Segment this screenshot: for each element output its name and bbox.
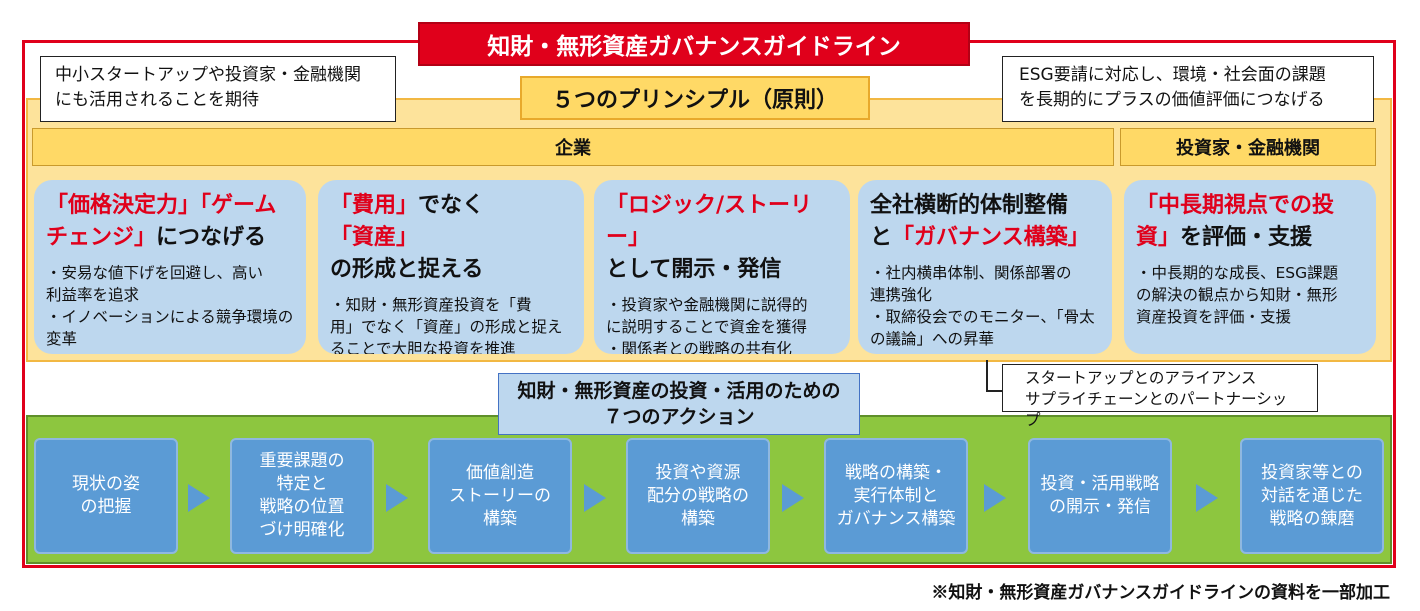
band-company: 企業 [32,128,1114,166]
title-line: ７つのアクション [603,406,755,428]
note-line: ESG要請に対応し、環境・社会面の課題 [1019,65,1326,85]
principle-bullets: ・投資家や金融機関に説得的 に説明することで資金を獲得 ・関係者との戦略の共有化 [606,294,838,354]
step-line: の開示・発信 [1049,497,1151,517]
heading-text: 「ガバナンス構築」 [892,225,1090,250]
step-line: 投資・活用戦略 [1040,474,1160,494]
heading-text: につなげる [156,225,267,250]
bullet-line: ・イノベーションによる競争環境の [46,308,294,326]
heading-text: として開示・発信 [606,257,782,282]
bullet-line: ・関係者との戦略の共有化 [606,340,792,354]
bullet-line: の解決の観点から知財・無形 [1136,286,1338,304]
principle-heading: 「ロジック/ストーリー」 として開示・発信 [606,190,838,286]
heading-text: 全社横断的体制整備 [870,193,1069,218]
arrow-right-icon [782,484,804,512]
step-line: の把握 [80,497,132,517]
arrow-right-icon [1196,484,1218,512]
bullet-line: 連携強化 [870,286,933,304]
arrow-right-icon [584,484,606,512]
band-investor: 投資家・金融機関 [1120,128,1376,166]
note-line: 中小スタートアップや投資家・金融機関 [55,65,361,85]
bullet-line: 変革 [46,330,78,348]
principle-heading: 「中長期視点での投 資」を評価・支援 [1136,190,1364,254]
principle-card-pricing: 「価格決定力」「ゲーム チェンジ」につなげる ・安易な値下げを回避し、高い 利益… [34,180,306,354]
bullet-line: 用」でなく「資産」の形成と捉え [330,318,563,336]
heading-text: チェンジ」 [46,225,157,250]
principle-card-assets: 「費用」でなく「資産」 の形成と捉える ・知財・無形資産投資を「費 用」でなく「… [318,180,584,354]
step-line: 価値創造 [466,462,534,483]
note-startups: 中小スタートアップや投資家・金融機関 にも活用されることを期待 [40,56,396,122]
action-step-2: 重要課題の特定と戦略の位置づけ明確化 [230,438,374,554]
bullet-line: ることで大胆な投資を推進 [330,340,516,354]
step-line: 構築 [483,508,517,529]
partnership-callout: スタートアップとのアライアンス サプライチェーンとのパートナーシップ [1002,364,1318,429]
heading-text: 「中長期視点での投 [1136,193,1335,218]
action-step-7: 投資家等との対話を通じた戦略の錬磨 [1240,438,1384,554]
principle-heading: 「費用」でなく「資産」 の形成と捉える [330,190,572,286]
action-step-6: 投資・活用戦略の開示・発信 [1028,438,1172,554]
bullet-line: ・社内横串体制、関係部署の [870,264,1072,282]
note-line: を長期的にプラスの価値評価につなげる [1019,90,1325,110]
action-step-1: 現状の姿の把握 [34,438,178,554]
source-footnote: ※知財・無形資産ガバナンスガイドラインの資料を一部加工 [931,583,1390,603]
principle-card-governance: 全社横断的体制整備 と「ガバナンス構築」 ・社内横串体制、関係部署の 連携強化 … [858,180,1112,354]
heading-text: の形成と捉える [330,257,484,282]
heading-text: 「価格決定力」「ゲーム [46,193,277,218]
callout-line: スタートアップとのアライアンス [1025,369,1257,387]
note-esg: ESG要請に対応し、環境・社会面の課題 を長期的にプラスの価値評価につなげる [1002,56,1374,122]
step-line: ストーリーの [449,485,551,506]
connector-line [986,360,1002,392]
step-line: 配分の戦略の [647,485,749,506]
step-line: 実行体制と [853,485,939,506]
bullet-line: 資産投資を評価・支援 [1136,308,1292,326]
bullet-line: に説明することで資金を獲得 [606,318,808,336]
principle-heading: 全社横断的体制整備 と「ガバナンス構築」 [870,190,1100,254]
step-line: 構築 [681,508,715,529]
heading-text: と [870,225,893,250]
step-line: 戦略の位置 [259,497,345,517]
note-line: にも活用されることを期待 [55,90,259,110]
principle-bullets: ・社内横串体制、関係部署の 連携強化 ・取締役会でのモニター、「骨太 の議論」へ… [870,262,1100,350]
step-line: 重要課題の [259,451,345,471]
step-line: づけ明確化 [259,520,345,540]
bullet-line: ・安易な値下げを回避し、高い [46,264,264,282]
heading-text: 資」 [1136,225,1181,250]
bullet-line: ・中長期的な成長、ESG課題 [1136,264,1339,282]
principle-heading: 「価格決定力」「ゲーム チェンジ」につなげる [46,190,294,254]
heading-text: 「ロジック/ストーリー」 [606,193,813,250]
bullet-line: の議論」への昇華 [870,330,995,348]
bullet-line: ・取締役会でのモニター、「骨太 [870,308,1095,326]
actions-title: 知財・無形資産の投資・活用のための ７つのアクション [498,373,860,435]
title-line: 知財・無形資産の投資・活用のための [517,380,841,402]
step-line: 特定と [276,474,328,494]
step-line: 戦略の構築・ [844,462,947,483]
arrow-right-icon [188,484,210,512]
principle-card-investors: 「中長期視点での投 資」を評価・支援 ・中長期的な成長、ESG課題 の解決の観点… [1124,180,1376,354]
principle-card-story: 「ロジック/ストーリー」 として開示・発信 ・投資家や金融機関に説得的 に説明す… [594,180,850,354]
principle-bullets: ・知財・無形資産投資を「費 用」でなく「資産」の形成と捉え ることで大胆な投資を… [330,294,572,354]
heading-text: 「費用」 [330,193,419,218]
step-line: ガバナンス構築 [836,508,956,529]
action-step-4: 投資や資源配分の戦略の構築 [626,438,770,554]
arrow-right-icon [984,484,1006,512]
step-line: 現状の姿 [72,474,140,494]
arrow-right-icon [386,484,408,512]
principle-bullets: ・中長期的な成長、ESG課題 の解決の観点から知財・無形 資産投資を評価・支援 [1136,262,1364,328]
principles-title: ５つのプリンシプル（原則） [520,76,870,120]
step-line: 対話を通じた [1261,485,1363,506]
action-step-5: 戦略の構築・実行体制とガバナンス構築 [824,438,968,554]
heading-text: を評価・支援 [1180,225,1313,250]
heading-text: でなく [418,193,485,218]
action-step-3: 価値創造ストーリーの構築 [428,438,572,554]
step-line: 投資や資源 [655,462,741,483]
heading-text: 「資産」 [330,225,419,250]
callout-line: サプライチェーンとのパートナーシップ [1025,390,1288,429]
step-line: 投資家等との [1261,462,1363,483]
bullet-line: ・知財・無形資産投資を「費 [330,296,532,314]
bullet-line: ・投資家や金融機関に説得的 [606,296,808,314]
principle-bullets: ・安易な値下げを回避し、高い 利益率を追求 ・イノベーションによる競争環境の 変… [46,262,294,350]
bullet-line: 利益率を追求 [46,286,140,304]
diagram-title: 知財・無形資産ガバナンスガイドライン [418,22,970,66]
step-line: 戦略の錬磨 [1269,508,1355,529]
